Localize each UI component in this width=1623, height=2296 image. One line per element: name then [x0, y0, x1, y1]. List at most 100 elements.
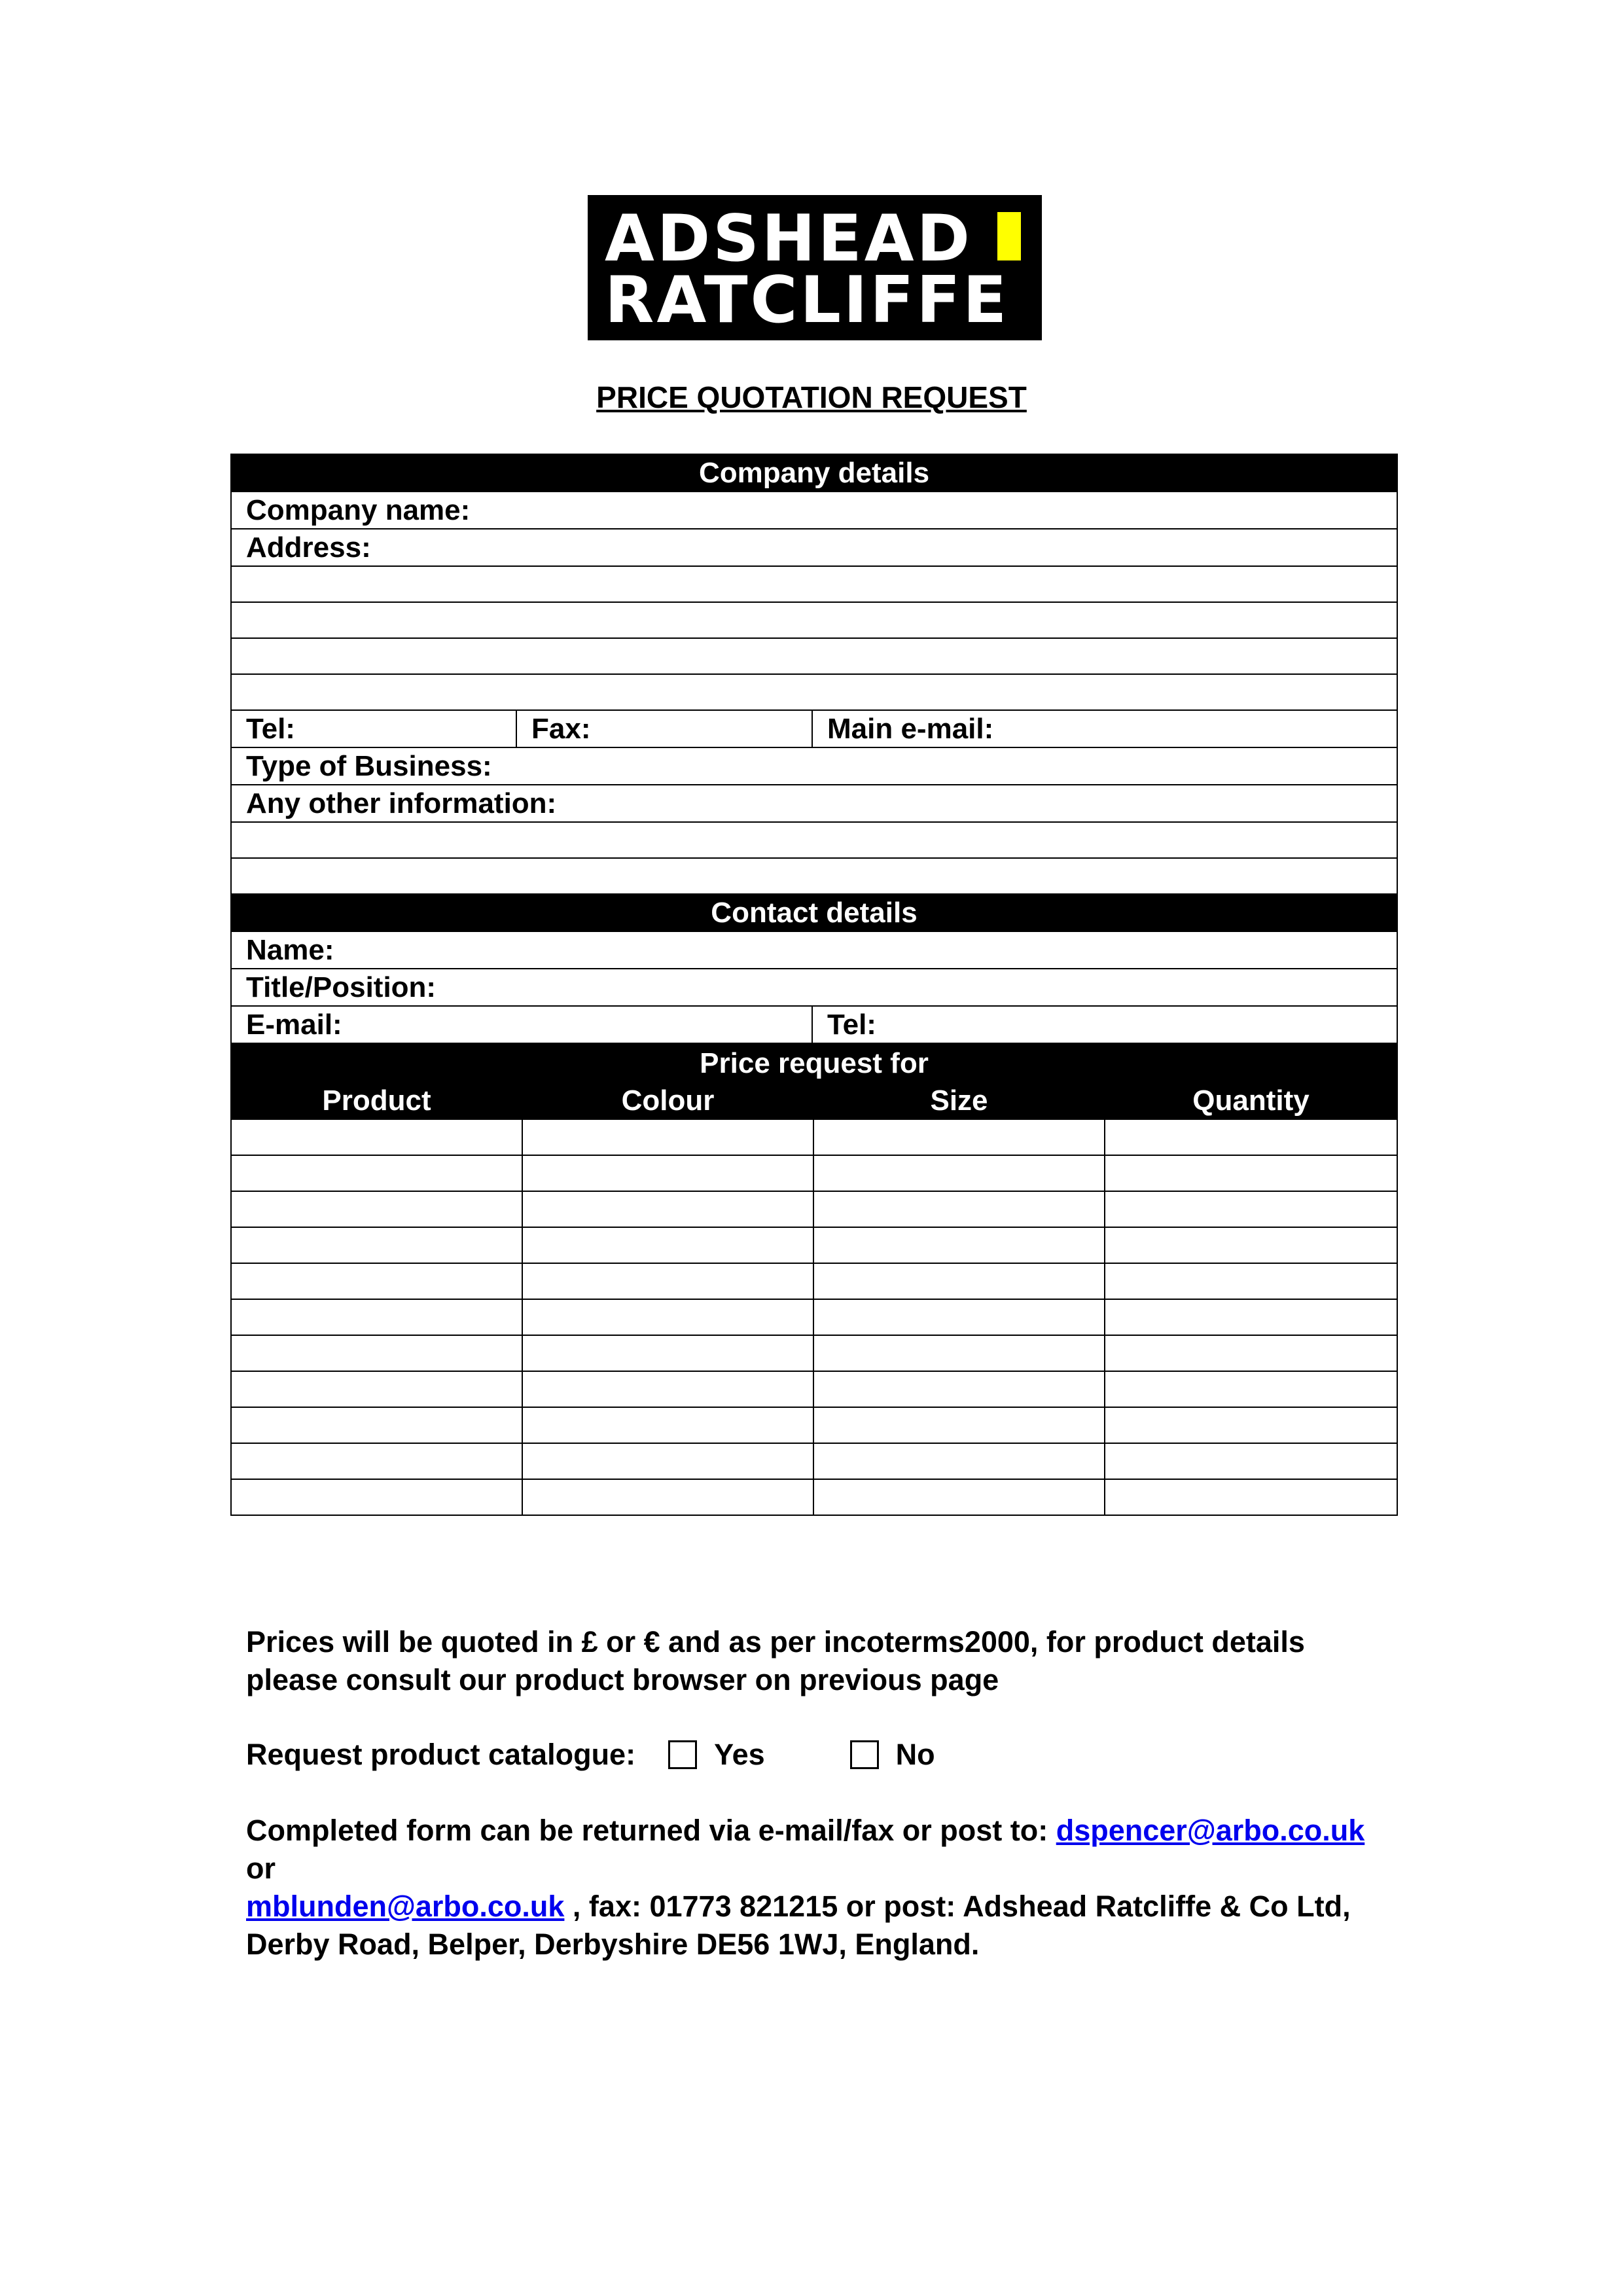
product-cell[interactable]: [230, 1371, 523, 1408]
catalogue-no-checkbox[interactable]: [849, 1740, 879, 1769]
logo-accent-block: [997, 212, 1021, 260]
product-cell[interactable]: [230, 1443, 523, 1480]
column-header-size: Size: [813, 1081, 1105, 1120]
address-field[interactable]: Address:: [230, 528, 1398, 567]
other-info-field[interactable]: Any other information:: [230, 784, 1398, 823]
price-row: [230, 1299, 1398, 1336]
size-cell[interactable]: [813, 1191, 1105, 1228]
logo-line-2: RATCLIFFE: [605, 263, 1010, 338]
colour-cell[interactable]: [522, 1335, 814, 1372]
price-row: [230, 1407, 1398, 1444]
address-line[interactable]: [230, 673, 1398, 711]
size-cell[interactable]: [813, 1227, 1105, 1264]
quantity-cell[interactable]: [1104, 1191, 1398, 1228]
colour-cell[interactable]: [522, 1263, 814, 1300]
address-line[interactable]: [230, 601, 1398, 639]
price-row: [230, 1191, 1398, 1228]
catalogue-yes-label: Yes: [714, 1738, 765, 1771]
quantity-cell[interactable]: [1104, 1335, 1398, 1372]
quantity-cell[interactable]: [1104, 1443, 1398, 1480]
email-link-mblunden[interactable]: mblunden@arbo.co.uk: [246, 1890, 565, 1923]
size-cell[interactable]: [813, 1155, 1105, 1192]
quantity-cell[interactable]: [1104, 1479, 1398, 1516]
price-row: [230, 1479, 1398, 1516]
company-name-field[interactable]: Company name:: [230, 491, 1398, 529]
other-info-line[interactable]: [230, 857, 1398, 895]
price-request-table: Price request for Product Colour Size Qu…: [230, 1044, 1398, 1516]
pricing-note: Prices will be quoted in £ or € and as p…: [246, 1625, 1305, 1696]
email-link-dspencer[interactable]: dspencer@arbo.co.uk: [1056, 1814, 1365, 1847]
return-prefix: Completed form can be returned via e-mai…: [246, 1814, 1056, 1847]
contact-tel-field[interactable]: Tel:: [812, 1005, 1398, 1044]
price-row: [230, 1263, 1398, 1300]
or-text: or: [246, 1852, 276, 1885]
company-details-header: Company details: [230, 454, 1398, 492]
quantity-cell[interactable]: [1104, 1227, 1398, 1264]
size-cell[interactable]: [813, 1263, 1105, 1300]
product-cell[interactable]: [230, 1299, 523, 1336]
address-line[interactable]: [230, 565, 1398, 603]
colour-cell[interactable]: [522, 1407, 814, 1444]
size-cell[interactable]: [813, 1407, 1105, 1444]
size-cell[interactable]: [813, 1371, 1105, 1408]
quantity-cell[interactable]: [1104, 1407, 1398, 1444]
price-row: [230, 1227, 1398, 1264]
company-logo: ADSHEAD RATCLIFFE: [588, 195, 1042, 340]
column-header-product: Product: [230, 1081, 523, 1120]
contact-email-field[interactable]: E-mail:: [230, 1005, 813, 1044]
size-cell[interactable]: [813, 1299, 1105, 1336]
price-row: [230, 1119, 1398, 1156]
quantity-cell[interactable]: [1104, 1119, 1398, 1156]
price-row: [230, 1335, 1398, 1372]
quotation-form: Company details Company name: Address: T…: [230, 454, 1398, 1516]
colour-cell[interactable]: [522, 1227, 814, 1264]
colour-cell[interactable]: [522, 1191, 814, 1228]
price-request-header: Price request for: [230, 1044, 1398, 1083]
contact-name-field[interactable]: Name:: [230, 931, 1398, 969]
company-details-table: Company details Company name: Address: T…: [230, 454, 1398, 1044]
other-info-line[interactable]: [230, 821, 1398, 859]
catalogue-label: Request product catalogue:: [246, 1738, 636, 1771]
product-cell[interactable]: [230, 1155, 523, 1192]
price-request-rows: [230, 1119, 1398, 1516]
product-cell[interactable]: [230, 1479, 523, 1516]
quantity-cell[interactable]: [1104, 1263, 1398, 1300]
size-cell[interactable]: [813, 1119, 1105, 1156]
catalogue-request: Request product catalogue: Yes No: [246, 1736, 1385, 1774]
price-row: [230, 1371, 1398, 1408]
price-row: [230, 1155, 1398, 1192]
quantity-cell[interactable]: [1104, 1155, 1398, 1192]
contact-details-header: Contact details: [230, 893, 1398, 932]
logo-line-1: ADSHEAD: [605, 202, 972, 276]
product-cell[interactable]: [230, 1227, 523, 1264]
colour-cell[interactable]: [522, 1299, 814, 1336]
title-position-field[interactable]: Title/Position:: [230, 968, 1398, 1007]
size-cell[interactable]: [813, 1335, 1105, 1372]
price-row: [230, 1443, 1398, 1480]
colour-cell[interactable]: [522, 1155, 814, 1192]
size-cell[interactable]: [813, 1479, 1105, 1516]
colour-cell[interactable]: [522, 1371, 814, 1408]
type-of-business-field[interactable]: Type of Business:: [230, 747, 1398, 785]
quantity-cell[interactable]: [1104, 1371, 1398, 1408]
product-cell[interactable]: [230, 1335, 523, 1372]
catalogue-yes-checkbox[interactable]: [668, 1740, 698, 1769]
return-instructions: Completed form can be returned via e-mai…: [246, 1812, 1385, 1964]
column-header-quantity: Quantity: [1104, 1081, 1398, 1120]
colour-cell[interactable]: [522, 1443, 814, 1480]
colour-cell[interactable]: [522, 1119, 814, 1156]
quantity-cell[interactable]: [1104, 1299, 1398, 1336]
tel-field[interactable]: Tel:: [230, 709, 517, 748]
address-line[interactable]: [230, 637, 1398, 675]
fax-field[interactable]: Fax:: [516, 709, 813, 748]
product-cell[interactable]: [230, 1191, 523, 1228]
size-cell[interactable]: [813, 1443, 1105, 1480]
column-header-colour: Colour: [522, 1081, 814, 1120]
main-email-field[interactable]: Main e-mail:: [812, 709, 1398, 748]
colour-cell[interactable]: [522, 1479, 814, 1516]
page-title: PRICE QUOTATION REQUEST: [596, 380, 1027, 414]
product-cell[interactable]: [230, 1263, 523, 1300]
product-cell[interactable]: [230, 1407, 523, 1444]
return-suffix: , fax: 01773 821215 or post: Adshead Rat…: [246, 1890, 1351, 1961]
product-cell[interactable]: [230, 1119, 523, 1156]
